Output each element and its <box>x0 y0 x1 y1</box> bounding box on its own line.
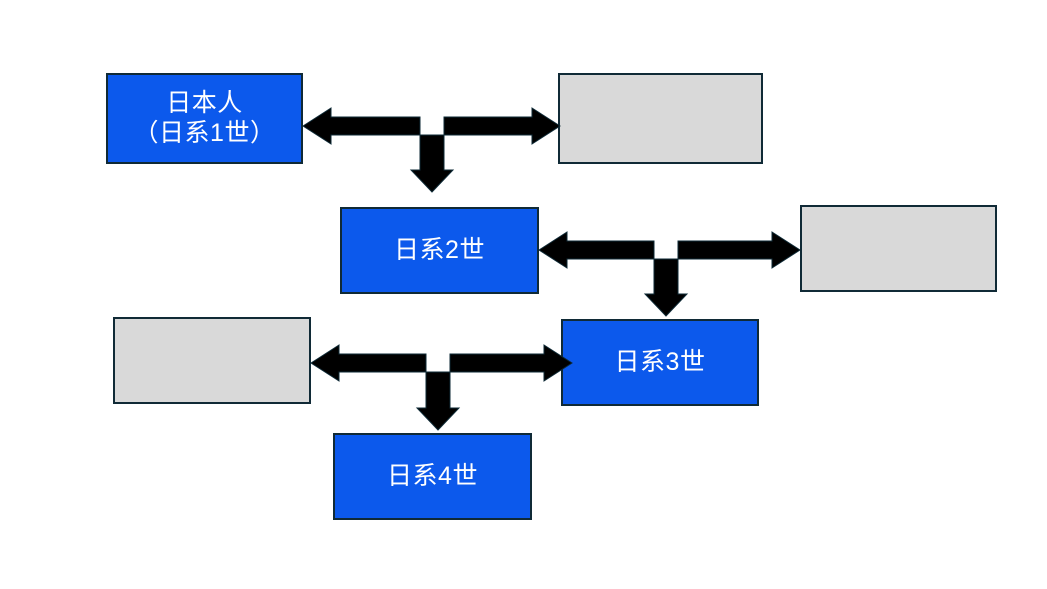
node-nikkei-1sei[interactable]: 日本人 （日系1世） <box>106 73 303 164</box>
node-partner-2[interactable] <box>800 205 997 292</box>
tee-arrow-shape-3 <box>310 344 573 431</box>
node-nikkei-3sei-label: 日系3世 <box>614 347 706 376</box>
node-nikkei-1sei-label: 日本人 （日系1世） <box>133 89 276 147</box>
tee-arrow-shape-1 <box>302 107 561 193</box>
node-nikkei-3sei[interactable]: 日系3世 <box>561 319 759 406</box>
connector-tee-2 <box>538 231 801 317</box>
node-partner-1[interactable] <box>558 73 763 164</box>
connector-tee-1 <box>302 107 561 193</box>
node-nikkei-2sei-label: 日系2世 <box>394 235 485 264</box>
node-nikkei-4sei[interactable]: 日系4世 <box>333 433 532 520</box>
tee-arrow-shape-2 <box>538 231 801 317</box>
node-nikkei-4sei-label: 日系4世 <box>387 461 478 490</box>
node-partner-3[interactable] <box>113 317 311 404</box>
node-nikkei-2sei[interactable]: 日系2世 <box>340 207 539 294</box>
connector-tee-3 <box>310 344 573 431</box>
